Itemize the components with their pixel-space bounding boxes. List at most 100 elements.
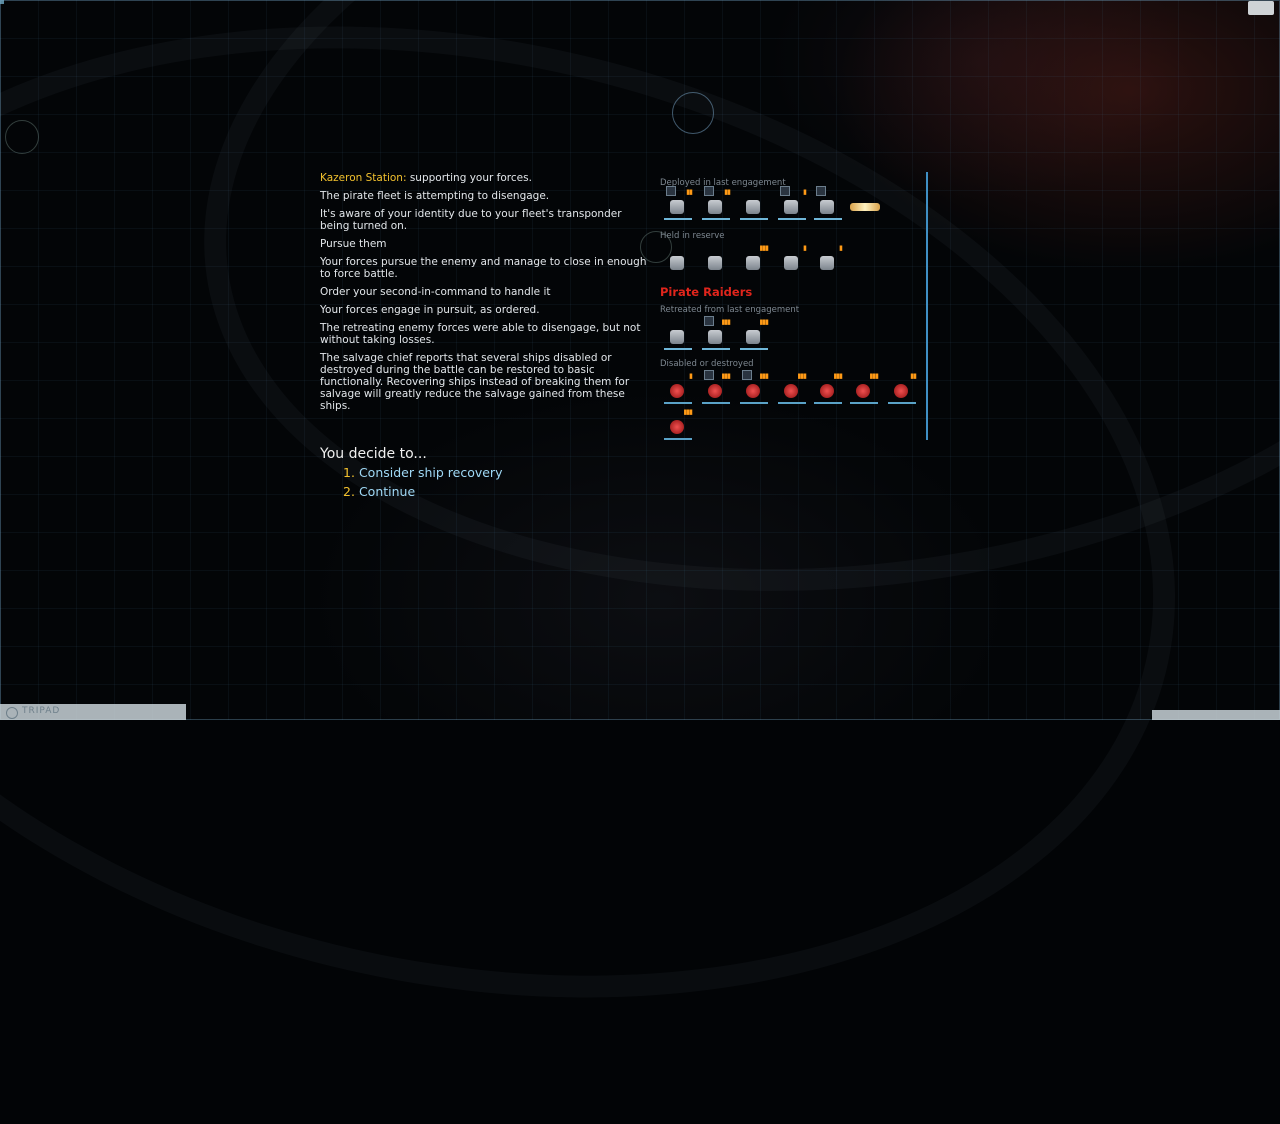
captain-portrait bbox=[742, 370, 752, 380]
star-system-marker[interactable] bbox=[5, 120, 39, 154]
cr-pips: ▮▮▮ bbox=[721, 318, 731, 326]
ship-hull bbox=[708, 384, 722, 398]
cr-pips: ▮▮ bbox=[910, 372, 917, 380]
cr-pips: ▮▮ bbox=[686, 188, 693, 196]
enemy-fleet-name: Pirate Raiders bbox=[660, 285, 753, 299]
option-continue[interactable]: 2.Continue bbox=[343, 484, 415, 499]
ship-hull bbox=[670, 330, 684, 344]
ship-icon[interactable]: ▮▮ bbox=[662, 186, 693, 220]
panel-divider bbox=[926, 172, 928, 440]
cr-pips: ▮▮▮ bbox=[683, 408, 693, 416]
ship-icon[interactable]: ▮▮▮ bbox=[812, 372, 843, 404]
deployed-label: Deployed in last engagement bbox=[660, 178, 786, 188]
ship-hull bbox=[784, 384, 798, 398]
hull-bar bbox=[740, 218, 768, 220]
hull-bar bbox=[702, 402, 730, 404]
captain-portrait bbox=[704, 370, 714, 380]
cr-pips: ▮▮▮ bbox=[869, 372, 879, 380]
ship-hull bbox=[746, 200, 760, 214]
event-paragraph: The salvage chief reports that several s… bbox=[320, 352, 630, 412]
ship-hull bbox=[708, 256, 722, 270]
option-label: Continue bbox=[358, 484, 416, 499]
ship-icon[interactable]: ▮ bbox=[812, 244, 843, 276]
ship-hull bbox=[856, 384, 870, 398]
tripad-icon bbox=[6, 707, 18, 719]
ship-icon[interactable] bbox=[700, 250, 730, 276]
ship-hull bbox=[670, 200, 684, 214]
ship-hull bbox=[746, 384, 760, 398]
ship-icon[interactable]: ▮▮▮ bbox=[738, 244, 769, 276]
ship-icon[interactable]: ▮▮▮ bbox=[848, 372, 879, 404]
cr-pips: ▮▮ bbox=[724, 188, 731, 196]
menu-button[interactable] bbox=[1248, 1, 1274, 15]
cr-pips: ▮▮▮ bbox=[759, 372, 769, 380]
hull-bar bbox=[702, 218, 730, 220]
event-text-panel: Kazeron Station: supporting your forces.… bbox=[320, 172, 652, 418]
ship-hull bbox=[820, 384, 834, 398]
hull-bar bbox=[702, 348, 730, 350]
cr-pips: ▮▮▮ bbox=[759, 318, 769, 326]
ship-icon[interactable] bbox=[662, 250, 692, 276]
captain-portrait bbox=[704, 316, 714, 326]
cr-pips: ▮▮▮ bbox=[833, 372, 843, 380]
cr-pips: ▮ bbox=[689, 372, 693, 380]
map-grid bbox=[0, 0, 1280, 720]
option-label: Consider ship recovery bbox=[358, 465, 503, 480]
hull-bar bbox=[664, 348, 692, 350]
ship-icon[interactable]: ▮ bbox=[776, 244, 807, 276]
ship-hull bbox=[708, 200, 722, 214]
captain-portrait bbox=[666, 186, 676, 196]
ship-hull bbox=[746, 330, 760, 344]
cr-pips: ▮▮▮ bbox=[721, 372, 731, 380]
ship-icon[interactable]: ▮ bbox=[662, 372, 693, 404]
captain-portrait bbox=[780, 186, 790, 196]
ship-icon[interactable]: ▮▮ bbox=[700, 186, 731, 220]
flagship-icon[interactable] bbox=[812, 186, 842, 220]
ship-icon[interactable] bbox=[738, 194, 768, 220]
hull-bar bbox=[778, 218, 806, 220]
ship-icon[interactable]: ▮ bbox=[776, 186, 807, 220]
captain-portrait bbox=[704, 186, 714, 196]
option-number: 2. bbox=[343, 484, 355, 499]
ship-hull bbox=[670, 384, 684, 398]
captain-portrait bbox=[816, 186, 826, 196]
hull-bar bbox=[664, 218, 692, 220]
hud-bottom-right[interactable] bbox=[1152, 710, 1280, 720]
ship-icon[interactable]: ▮▮▮ bbox=[738, 370, 769, 404]
cr-pips: ▮▮▮ bbox=[759, 244, 769, 252]
disabled-label: Disabled or destroyed bbox=[660, 359, 754, 369]
ship-hull bbox=[670, 256, 684, 270]
hull-bar bbox=[664, 402, 692, 404]
ship-icon[interactable]: ▮▮▮ bbox=[700, 370, 731, 404]
option-consider-ship-recovery[interactable]: 1.Consider ship recovery bbox=[343, 465, 502, 480]
hull-bar bbox=[740, 348, 768, 350]
ship-hull bbox=[784, 200, 798, 214]
cr-pips: ▮▮▮ bbox=[797, 372, 807, 380]
jump-point-marker[interactable] bbox=[640, 231, 672, 263]
hull-bar bbox=[664, 438, 692, 440]
ship-icon[interactable]: ▮▮▮ bbox=[776, 372, 807, 404]
ship-hull bbox=[820, 256, 834, 270]
ship-icon[interactable]: ▮▮▮ bbox=[738, 318, 769, 350]
hull-bar bbox=[814, 402, 842, 404]
cr-pips: ▮ bbox=[803, 244, 807, 252]
hud-bottom-left[interactable]: TRIPAD bbox=[0, 704, 186, 720]
ship-hull bbox=[850, 203, 880, 211]
space-background bbox=[0, 0, 1280, 720]
tripad-label: TRIPAD bbox=[22, 706, 61, 716]
event-source-line: Kazeron Station: supporting your forces. bbox=[320, 172, 652, 184]
retreated-label: Retreated from last engagement bbox=[660, 305, 800, 315]
player-fleet-marker[interactable] bbox=[672, 92, 714, 134]
ship-icon[interactable]: ▮▮ bbox=[886, 372, 917, 404]
hull-bar bbox=[888, 402, 916, 404]
ship-icon[interactable] bbox=[662, 324, 692, 350]
ship-icon[interactable] bbox=[848, 194, 884, 220]
past-choice: Order your second-in-command to handle i… bbox=[320, 286, 551, 298]
hull-bar bbox=[740, 402, 768, 404]
ship-icon[interactable]: ▮▮▮ bbox=[662, 408, 693, 440]
ship-hull bbox=[784, 256, 798, 270]
event-paragraph: The retreating enemy forces were able to… bbox=[320, 322, 641, 346]
source-name: Kazeron Station: bbox=[320, 172, 407, 184]
hull-bar bbox=[778, 402, 806, 404]
ship-icon[interactable]: ▮▮▮ bbox=[700, 316, 731, 350]
